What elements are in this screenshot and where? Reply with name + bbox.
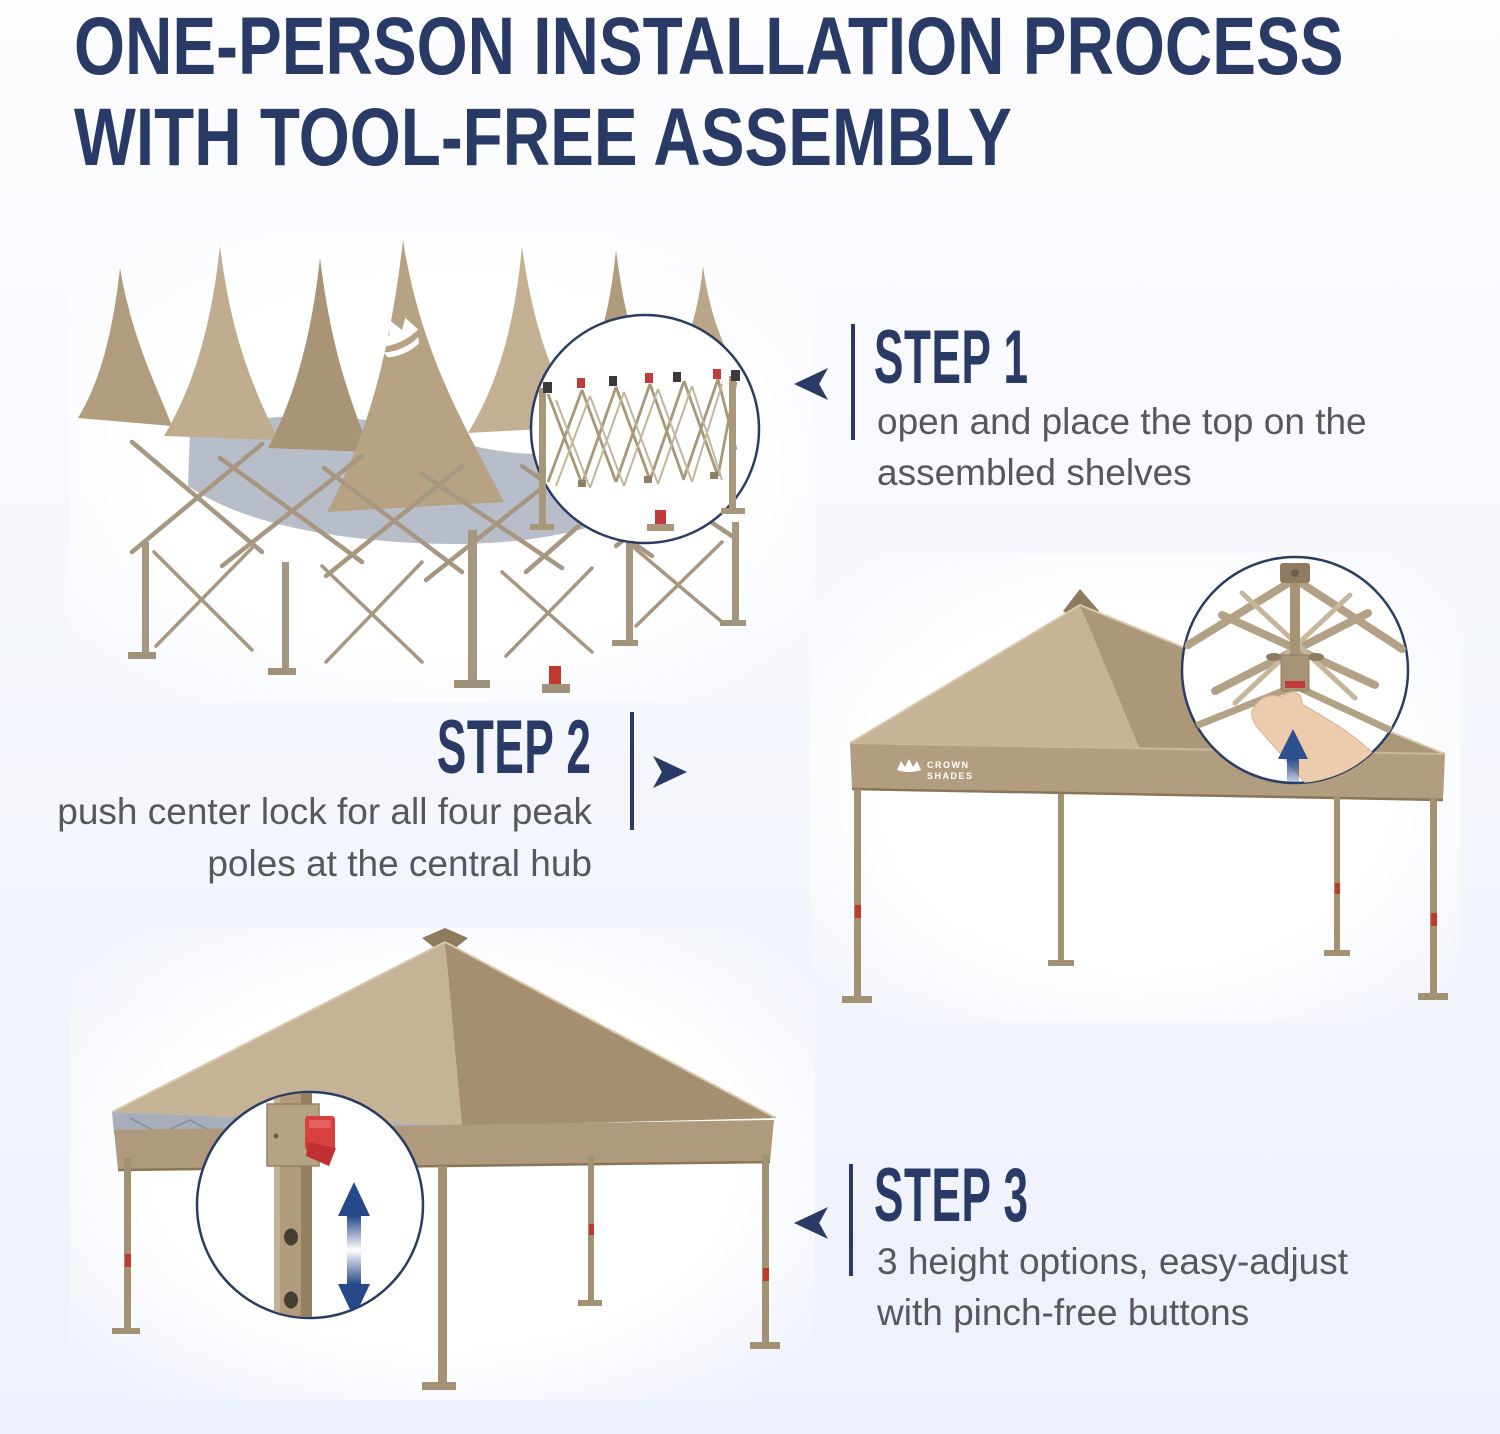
inset-hub-scene	[1184, 563, 1408, 783]
page-title-line1: ONE-PERSON INSTALLATION PROCESS	[74, 1, 1344, 92]
step3-heading-text: STEP 3	[874, 1153, 1029, 1238]
red-height-button	[305, 1116, 336, 1166]
up-down-arrow-icon	[338, 1182, 370, 1317]
step2-description: push center lock for all four peak poles…	[57, 786, 592, 890]
step1-heading-text: STEP 1	[874, 315, 1029, 400]
page-title-line2: WITH TOOL-FREE ASSEMBLY	[74, 92, 1012, 183]
step1-description: open and place the top on the assembled …	[877, 396, 1367, 498]
step2-desc-line2: poles at the central hub	[207, 843, 592, 884]
step3-full-canopy-image: CROWN SHADES	[70, 928, 815, 1400]
step2-opened-canopy-image: CROWN SHADES	[810, 553, 1460, 1023]
step3-heading: STEP 3	[874, 1158, 1141, 1234]
step1-heading: STEP 1	[874, 320, 1141, 396]
hub-red-lock	[1285, 681, 1305, 688]
frame-vertical-legs	[142, 522, 739, 682]
up-arrow-icon	[1278, 729, 1308, 783]
folded-canopy-illustration: CROWN SHADES	[78, 240, 761, 693]
step2-heading-text: STEP 2	[437, 705, 592, 790]
step3-desc-line1: 3 height options, easy-adjust	[877, 1241, 1349, 1282]
inset-red-jack	[647, 510, 674, 531]
crown-icon	[897, 759, 921, 772]
inset-end-posts	[530, 376, 745, 530]
full-canopy-illustration: CROWN SHADES	[111, 928, 780, 1390]
step1-desc-line1: open and place the top on the	[877, 401, 1367, 442]
step2-heading: STEP 2	[325, 710, 592, 786]
hub-struts	[1184, 574, 1406, 735]
inset-bottom-joints	[578, 472, 718, 487]
step2-right-arrow-icon	[653, 756, 687, 788]
step3-desc-line2: with pinch-free buttons	[877, 1292, 1250, 1333]
pole-hole	[284, 1228, 298, 1246]
brand-word-crown: CROWN	[927, 760, 970, 770]
canopy-roof	[111, 928, 777, 1126]
step1-folded-canopy-image: CROWN SHADES	[70, 230, 815, 702]
step1-desc-line2: assembled shelves	[877, 452, 1192, 493]
inset-accordion-frame	[546, 378, 738, 489]
step2-divider-line	[630, 712, 634, 830]
leg-lock-jack	[542, 666, 570, 693]
frame-feet	[128, 620, 746, 688]
pushing-hand	[1251, 691, 1408, 783]
step2-desc-line1: push center lock for all four peak	[57, 791, 592, 832]
inset-top-caps	[543, 369, 740, 393]
crown-icon	[377, 317, 419, 348]
crown-icon-band	[383, 337, 419, 358]
center-lock-hub	[1266, 653, 1324, 692]
step3-description: 3 height options, easy-adjust with pinch…	[877, 1236, 1348, 1338]
pole-hole	[284, 1291, 298, 1309]
leg-height-buttons	[855, 883, 1437, 926]
step1-divider-line	[851, 324, 855, 440]
brand-word-shades: SHADES	[927, 771, 974, 781]
opened-canopy-illustration: CROWN SHADES	[842, 555, 1448, 1003]
canopy-legs	[842, 789, 1448, 1003]
step2-inset-circle	[1180, 555, 1410, 785]
crownshades-logo: CROWN SHADES	[897, 759, 974, 781]
step3-inset-circle	[195, 1090, 425, 1320]
step1-inset-circle	[529, 313, 761, 545]
inset-leg-scene	[266, 1093, 370, 1317]
step3-divider-line	[849, 1164, 853, 1276]
leg-height-buttons	[125, 1224, 769, 1281]
